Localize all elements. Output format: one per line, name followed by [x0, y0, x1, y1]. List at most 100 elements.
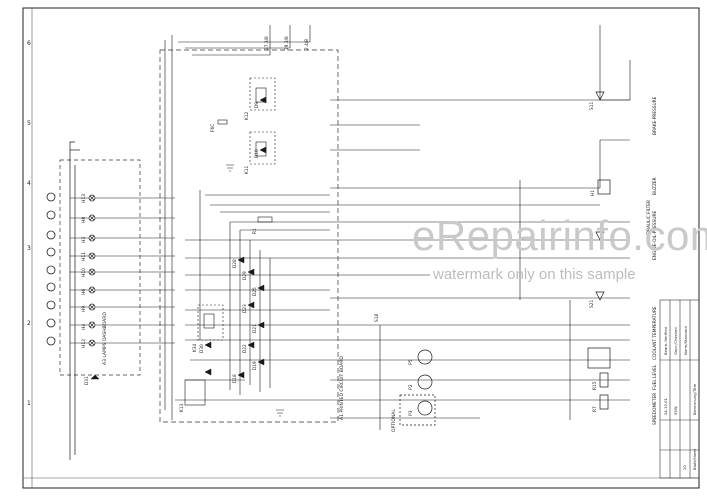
svg-text:S11: S11 — [589, 102, 595, 110]
fuse-f6c — [217, 119, 228, 125]
svg-text:S18: S18 — [374, 314, 380, 322]
svg-text:D23: D23 — [242, 304, 248, 313]
frame-number-6: 6 — [27, 40, 31, 47]
svg-text:27.3/8: 27.3/8 — [264, 36, 270, 50]
diode-labels: D28 D29 D25 D23 D21 D22 D19 D18 D30 D9 D… — [84, 102, 260, 385]
lamp-icon-1 — [46, 192, 56, 202]
optional-label: OPTIONAL — [391, 409, 397, 432]
svg-text:29.3/8: 29.3/8 — [284, 36, 290, 50]
right-wires — [330, 25, 631, 430]
lamp-label-h3: H3 — [81, 237, 87, 243]
label-buzzer: BUZZER — [652, 177, 658, 195]
sensor-coolant — [587, 347, 611, 369]
svg-text:H1: H1 — [590, 190, 596, 196]
relays — [184, 77, 276, 406]
title-block-text: Bearb./Verified Gepr./Checked Norm/Stand… — [663, 326, 697, 470]
diode-d30 — [204, 341, 212, 349]
svg-text:24.10.01: 24.10.01 — [663, 398, 668, 415]
svg-text:K13: K13 — [179, 403, 185, 412]
lamp-icon-2 — [46, 210, 56, 220]
gauge-p5 — [417, 349, 433, 365]
lamp-label-h13: H13 — [81, 194, 87, 203]
pcb-label: A1 PRINTED CIRCUIT BOARD — [339, 356, 345, 420]
svg-text:S21: S21 — [589, 300, 595, 308]
switch-s19 — [595, 231, 605, 241]
buzzer-h1 — [597, 179, 611, 195]
lamp-symbols — [88, 194, 96, 347]
top-wire-labels: 27.3/8 29.3/8 2.4/8 — [264, 36, 310, 50]
svg-text:R15: R15 — [592, 381, 598, 390]
resistor-r7 — [599, 394, 609, 410]
diode-d10 — [259, 146, 267, 154]
lamp-icon-6 — [46, 282, 56, 292]
diode-d29 — [247, 268, 255, 276]
svg-text:Blatt/Sheet: Blatt/Sheet — [692, 448, 697, 470]
drawing-frame — [22, 7, 700, 489]
svg-text:05W.: 05W. — [673, 406, 678, 415]
svg-text:K34: K34 — [192, 343, 198, 352]
relay-k11 — [249, 131, 276, 165]
fuse-label: F6C — [210, 124, 216, 132]
sensor-labels: S11 H1 S19 S21 R15 R7 S18 — [374, 102, 598, 412]
frame-number-1: 1 — [27, 400, 31, 407]
frame-number-3: 3 — [27, 245, 31, 252]
svg-text:R7: R7 — [592, 406, 598, 412]
svg-text:D10: D10 — [254, 149, 260, 158]
svg-text:10: 10 — [682, 465, 687, 470]
function-labels: BRAKE-PRESSURE BUZZER HYDRAULIC FILTER E… — [646, 96, 658, 425]
label-fuel-level: FUEL LEVEL — [652, 364, 658, 390]
label-brake-pressure: BRAKE-PRESSURE — [652, 96, 658, 135]
resistor-r1 — [257, 216, 273, 223]
optional-box — [399, 394, 436, 426]
svg-text:P3: P3 — [408, 410, 414, 416]
svg-text:D28: D28 — [232, 259, 238, 268]
diode-d18 — [237, 371, 245, 379]
svg-text:D30: D30 — [199, 344, 205, 353]
svg-text:D25: D25 — [252, 287, 258, 296]
ground-symbols — [226, 164, 284, 417]
lamp-label-h12: H12 — [81, 339, 87, 348]
svg-text:D19: D19 — [252, 361, 258, 370]
svg-text:K11: K11 — [244, 165, 250, 174]
diode-d25 — [257, 284, 265, 292]
svg-text:Bearb./Verified: Bearb./Verified — [663, 326, 668, 355]
switch-s11 — [595, 91, 605, 101]
title-block — [659, 299, 700, 479]
svg-text:D9: D9 — [254, 102, 260, 108]
left-bus-lines — [69, 141, 80, 460]
diode-d29b — [204, 368, 212, 376]
diode-d22 — [247, 341, 255, 349]
frame-number-2: 2 — [27, 320, 31, 327]
label-speedometer: SPEEDOMETER — [652, 393, 658, 425]
gauge-p2 — [417, 374, 433, 390]
lamp-label-h6: H6 — [81, 289, 87, 295]
relay-k13 — [184, 379, 206, 406]
pcb-diodes — [90, 96, 267, 380]
svg-text:D31: D31 — [84, 376, 90, 385]
lamp-label-h9: H9 — [81, 306, 87, 312]
svg-text:P5: P5 — [408, 359, 414, 365]
diode-d19 — [257, 358, 265, 366]
lamp-label-h10: H10 — [81, 268, 87, 277]
svg-text:Gepr./Checked: Gepr./Checked — [673, 327, 678, 355]
svg-text:P2: P2 — [408, 384, 414, 390]
svg-text:D18: D18 — [232, 374, 238, 383]
svg-text:Benennung/Title: Benennung/Title — [692, 383, 697, 415]
pcb-wires — [164, 25, 330, 420]
gauge-labels: P5 P2 P3 OPTIONAL — [391, 359, 414, 432]
svg-text:2.4/8: 2.4/8 — [304, 39, 310, 50]
gauges — [399, 349, 436, 426]
svg-text:K12: K12 — [244, 111, 250, 120]
lamp-label-h11: H11 — [81, 252, 87, 261]
lamp-icon-9 — [46, 336, 56, 346]
svg-text:D21: D21 — [252, 324, 258, 333]
lamp-wires — [70, 197, 175, 344]
resistor-r1-label: R1 — [252, 228, 258, 234]
lamp-label-h4: H4 — [81, 324, 87, 330]
label-engine-oil-pressure: ENGINE-OIL-PRESSURE — [652, 210, 658, 260]
gauge-p3 — [417, 400, 433, 416]
relay-k34 — [197, 304, 224, 341]
relay-k12 — [249, 77, 276, 111]
diode-d31 — [90, 374, 100, 380]
